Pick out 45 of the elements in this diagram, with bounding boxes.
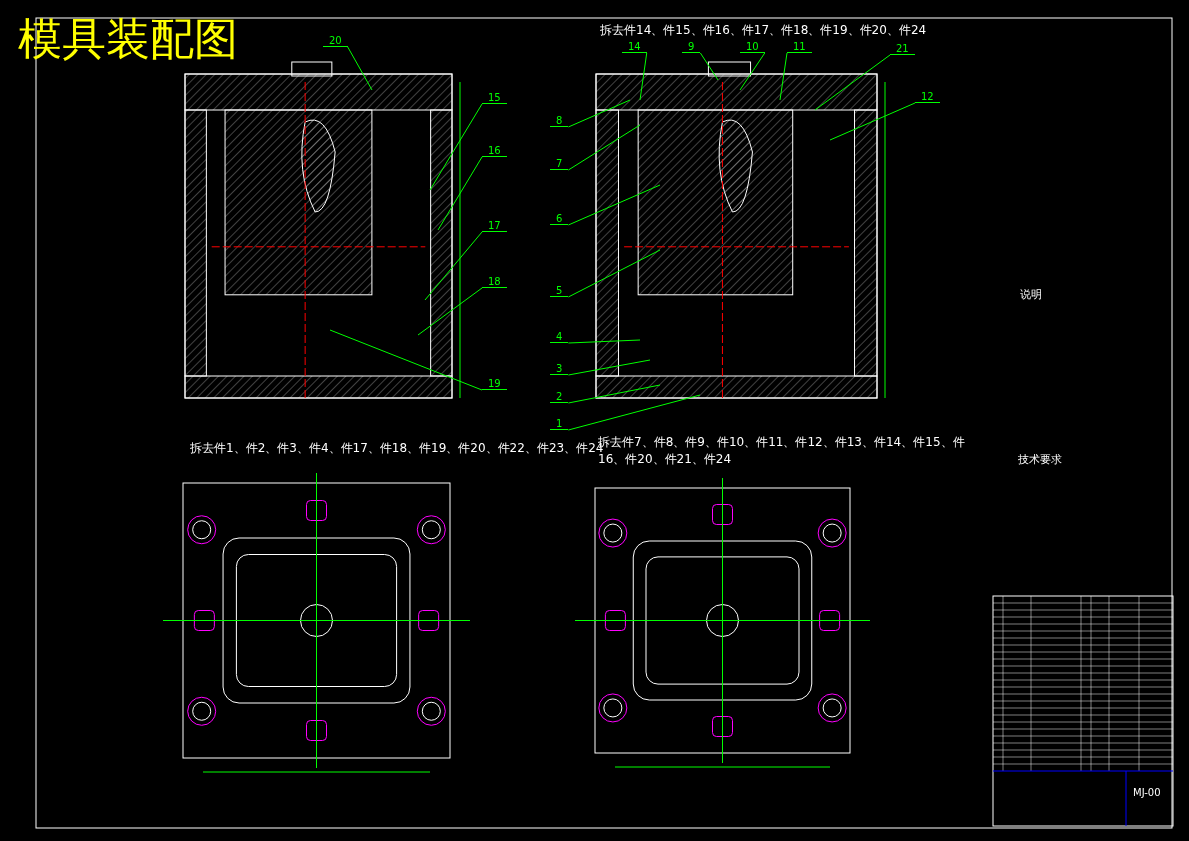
- view-note: 拆去件14、件15、件16、件17、件18、件19、件20、件24: [600, 22, 927, 39]
- callout-number: 4: [550, 331, 569, 343]
- notes-heading: 说明: [1020, 287, 1042, 302]
- callout-number: 18: [482, 276, 507, 288]
- callout-number: 8: [550, 115, 569, 127]
- leader-line: [739, 52, 766, 91]
- callout-number: 14: [622, 41, 647, 53]
- leader-line: [567, 359, 651, 376]
- leader-line: [639, 52, 648, 101]
- callout-number: 21: [890, 43, 915, 55]
- leader-line: [567, 124, 641, 171]
- leader-line: [567, 339, 641, 344]
- requirements-heading: 技术要求: [1018, 452, 1062, 467]
- callout-number: 3: [550, 363, 569, 375]
- leader-line: [347, 46, 373, 91]
- callout-number: 19: [482, 378, 507, 390]
- callout-number: 1: [550, 418, 569, 430]
- leader-line: [437, 156, 483, 231]
- drawing-title: 模具装配图: [18, 14, 238, 64]
- leader-line: [329, 329, 483, 391]
- callout-number: 5: [550, 285, 569, 297]
- callout-number: 7: [550, 158, 569, 170]
- callout-number: 9: [682, 41, 701, 53]
- leader-line: [567, 384, 661, 404]
- leader-line: [567, 249, 661, 298]
- callout-number: 10: [740, 41, 765, 53]
- leader-line: [814, 54, 891, 111]
- leader-line: [567, 99, 631, 128]
- callout-number: 12: [915, 91, 940, 103]
- leader-line: [429, 103, 483, 191]
- drawing-number: MJ-00: [1133, 787, 1161, 798]
- callout-number: 16: [482, 145, 507, 157]
- callout-number: 15: [482, 92, 507, 104]
- callout-number: 11: [787, 41, 812, 53]
- callout-number: 6: [550, 213, 569, 225]
- callout-number: 2: [550, 391, 569, 403]
- leader-line: [567, 394, 701, 431]
- leader-line: [699, 52, 719, 81]
- leader-line: [424, 231, 483, 301]
- callout-number: 17: [482, 220, 507, 232]
- leader-line: [567, 184, 661, 226]
- leader-line: [829, 102, 916, 141]
- leader-line: [417, 287, 483, 336]
- callout-number: 20: [323, 35, 348, 47]
- leader-line: [779, 52, 788, 101]
